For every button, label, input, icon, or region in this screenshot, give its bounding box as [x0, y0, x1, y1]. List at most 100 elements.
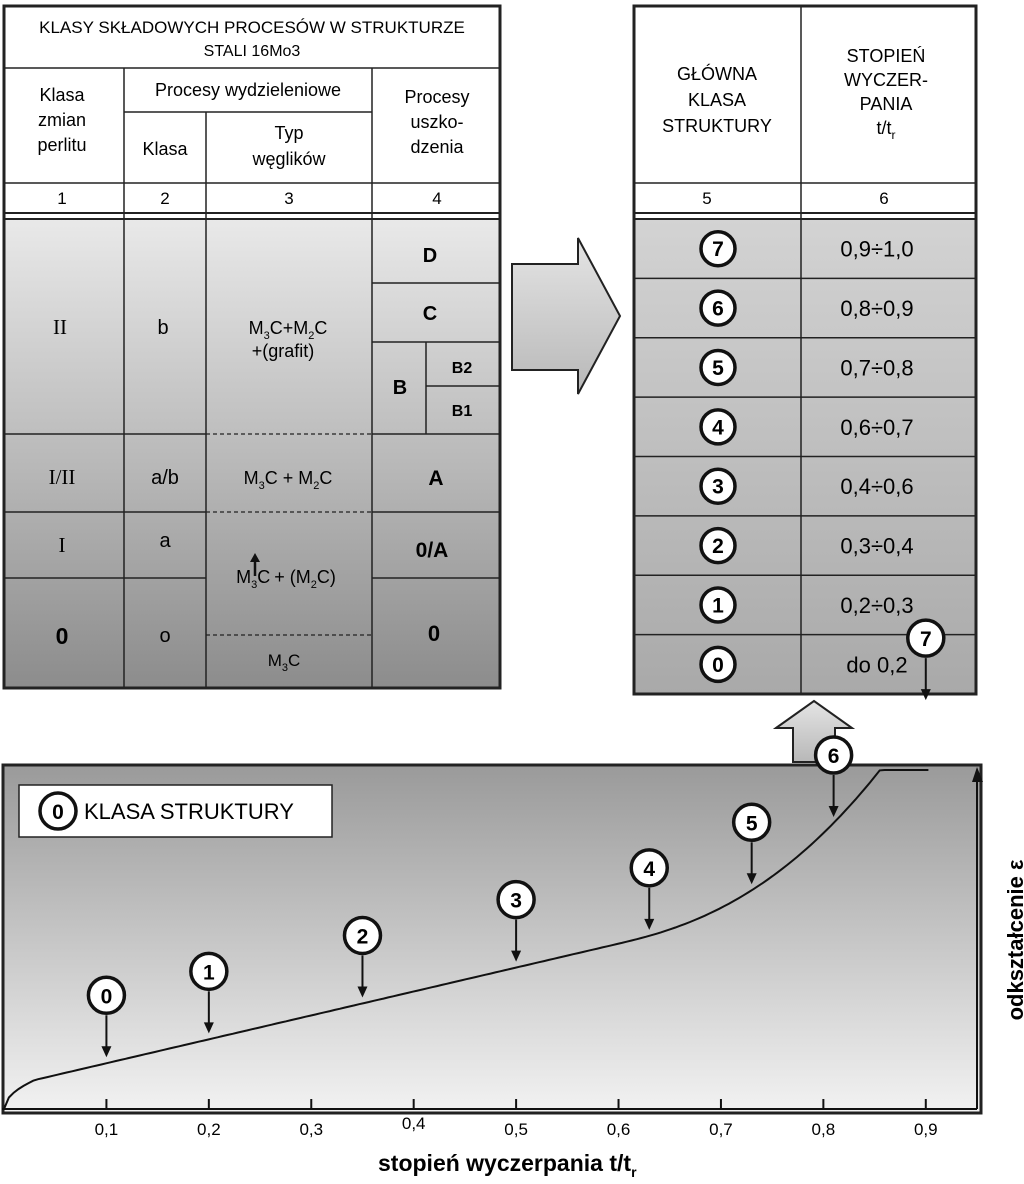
x-tick-label: 0,3 — [299, 1120, 323, 1139]
col5-header-line3: STRUKTURY — [662, 116, 772, 136]
left-table-title-line2: STALI 16Mo3 — [204, 43, 301, 60]
class-circle-icon — [699, 229, 737, 268]
y-axis-arrow — [972, 767, 983, 782]
marker-circle-icon — [813, 735, 854, 775]
pearlite-class-I: I — [59, 533, 66, 557]
precipitation-class-a-b: a/b — [151, 467, 179, 489]
col6-header-ratio: t/tr — [876, 118, 895, 142]
marker-label-6: 6 — [828, 745, 840, 768]
x-tick-label: 0,4 — [402, 1114, 426, 1133]
row-class-0: 0 — [712, 654, 724, 677]
row-degree-1: 0,2÷0,3 — [840, 593, 913, 618]
row-degree-6: 0,8÷0,9 — [840, 296, 913, 321]
row-degree-4: 0,6÷0,7 — [840, 415, 913, 440]
col6-header-symbol: t/t — [876, 118, 891, 138]
marker-circle-icon — [342, 915, 383, 956]
marker-circle-icon — [906, 618, 946, 658]
class-circle-icon — [699, 348, 737, 387]
x-tick-label: 0,2 — [197, 1120, 221, 1139]
damage-class-C: C — [423, 303, 437, 325]
damage-class-0: 0 — [428, 621, 440, 646]
down-arrow-icon — [101, 1046, 112, 1058]
col1-header-line3: perlitu — [37, 135, 86, 155]
row-class-2: 2 — [712, 535, 724, 558]
col-number-3: 3 — [284, 189, 293, 208]
pearlite-class-0: 0 — [56, 623, 69, 649]
carbide-m3c: M3C — [268, 651, 301, 674]
col-number-2: 2 — [160, 189, 169, 208]
class-circle-icon — [699, 467, 737, 505]
precipitation-class-b: b — [157, 317, 168, 339]
marker-label-7: 7 — [920, 628, 932, 651]
marker-label-3: 3 — [510, 890, 522, 913]
down-arrow-icon — [203, 1022, 214, 1034]
left-table-title-line1: KLASY SKŁADOWYCH PROCESÓW W STRUKTURZE — [39, 18, 465, 37]
col6-header-line3: PANIA — [860, 94, 913, 114]
marker-label-1: 1 — [203, 961, 215, 984]
legend-label: KLASA STRUKTURY — [84, 799, 294, 824]
marker-circle-icon — [86, 975, 127, 1016]
row-class-6: 6 — [712, 298, 724, 321]
down-arrow-icon — [511, 950, 522, 962]
col-number-1: 1 — [57, 189, 66, 208]
row-class-7: 7 — [712, 238, 724, 261]
right-table: GŁÓWNA KLASA STRUKTURY STOPIEŃ WYCZER- P… — [632, 4, 978, 696]
x-axis-label-sub: r — [631, 1164, 637, 1179]
marker-circle-icon — [496, 879, 536, 920]
x-tick-label: 0,1 — [95, 1120, 119, 1139]
left-table: KLASY SKŁADOWYCH PROCESÓW W STRUKTURZE S… — [2, 4, 502, 690]
damage-class-0-A: 0/A — [416, 539, 449, 562]
row-degree-5: 0,7÷0,8 — [840, 355, 913, 380]
class-circle-icon — [699, 408, 737, 446]
x-axis-label-main: stopień wyczerpania t/t — [378, 1150, 631, 1176]
x-axis-label: stopień wyczerpania t/tr — [378, 1150, 637, 1179]
col-number-5: 5 — [702, 189, 711, 208]
damage-class-B1: B1 — [452, 403, 473, 420]
row-class-3: 3 — [712, 476, 724, 499]
row-class-1: 1 — [712, 594, 724, 617]
marker-circle-icon — [629, 848, 670, 888]
marker-label-0: 0 — [101, 985, 113, 1008]
col5-header-line2: KLASA — [688, 90, 746, 110]
col5-header-line1: GŁÓWNA — [677, 63, 757, 84]
damage-class-D: D — [423, 245, 437, 267]
col4-header-line1: Procesy — [404, 87, 469, 107]
down-arrow-icon — [920, 689, 931, 701]
x-tick-label: 0,7 — [709, 1120, 733, 1139]
precipitation-class-o: o — [159, 625, 170, 647]
class-circle-icon — [699, 645, 737, 684]
damage-class-B: B — [393, 377, 407, 399]
col3-header-line1: Typ — [274, 123, 303, 143]
col4-header-line2: uszko- — [410, 112, 463, 132]
down-arrow-icon — [746, 873, 757, 885]
down-arrow-icon — [644, 918, 655, 930]
down-arrow-icon — [357, 986, 368, 998]
marker-label-5: 5 — [746, 812, 758, 835]
col6-header-line1: STOPIEŃ — [847, 46, 926, 66]
damage-class-B2: B2 — [452, 360, 473, 377]
legend-symbol: 0 — [52, 801, 64, 824]
col-number-4: 4 — [432, 189, 441, 208]
col-number-6: 6 — [879, 189, 888, 208]
row-class-4: 4 — [712, 416, 724, 439]
strain-curve — [3, 769, 929, 1110]
col6-header-subscript: r — [892, 128, 896, 142]
marker-circle-icon — [189, 951, 229, 992]
marker-label-4: 4 — [643, 858, 655, 881]
y-axis-label: odkształcenie ε — [1003, 859, 1024, 1020]
pearlite-class-II: II — [53, 315, 67, 339]
legend-circle-icon — [38, 791, 78, 831]
x-tick-label: 0,6 — [607, 1120, 631, 1139]
col6-header-line2: WYCZER- — [844, 70, 928, 90]
class-circle-icon — [699, 289, 737, 327]
col1-header-line1: Klasa — [39, 85, 85, 105]
precipitation-header: Procesy wydzieleniowe — [155, 80, 341, 100]
down-arrow-icon — [828, 805, 839, 817]
class-circle-icon — [699, 526, 737, 565]
row-degree-7: 0,9÷1,0 — [840, 237, 913, 262]
col1-header-line2: zmian — [38, 110, 86, 130]
